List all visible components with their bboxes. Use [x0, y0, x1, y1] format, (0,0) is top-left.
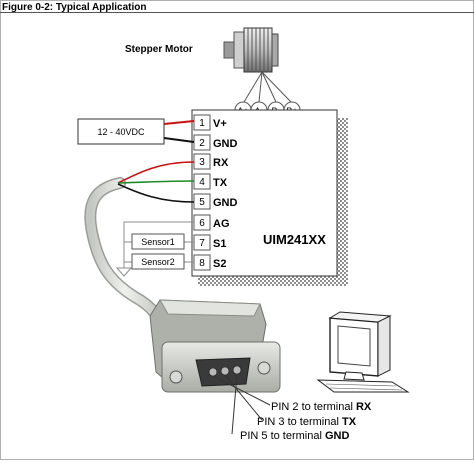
svg-text:GND: GND	[213, 197, 238, 209]
ground-symbol	[115, 267, 133, 277]
wire-gnd-signal	[117, 183, 195, 203]
pin2-note: PIN 2 to terminal RX	[271, 401, 372, 413]
controller-label: UIM241XX	[263, 232, 326, 247]
svg-text:5: 5	[199, 197, 205, 208]
db9-connector	[149, 299, 281, 393]
svg-text:GND: GND	[213, 138, 238, 150]
power-supply-box	[77, 118, 165, 145]
svg-text:Sensor1: Sensor1	[141, 237, 175, 247]
controller-pins: 1 V+ 2 GND 3 RX 4 TX 5 GND 6 AG	[193, 114, 238, 271]
svg-text:Sensor2: Sensor2	[141, 257, 175, 267]
svg-text:6: 6	[199, 218, 205, 229]
connector-hood-top	[159, 299, 261, 317]
svg-text:4: 4	[199, 177, 205, 188]
computer-icon	[316, 311, 410, 393]
svg-text:AG: AG	[213, 218, 230, 230]
motor-shaft	[223, 41, 235, 59]
pin-2: 2 GND	[193, 134, 238, 151]
motor-end-cap	[271, 33, 279, 67]
svg-text:7: 7	[199, 238, 205, 249]
monitor-stand	[343, 371, 365, 381]
monitor-screen	[337, 325, 371, 367]
serial-cable	[85, 178, 165, 325]
keyboard	[316, 379, 410, 393]
connector-screw-left	[169, 370, 183, 384]
power-supply-label: 12 - 40VDC	[97, 127, 145, 137]
svg-text:TX: TX	[213, 177, 228, 189]
db9-pin-5	[232, 365, 242, 375]
svg-text:S1: S1	[213, 238, 226, 250]
power-wire-positive	[163, 120, 195, 125]
pin-1: 1 V+	[193, 114, 227, 131]
pin-5: 5 GND	[193, 193, 238, 210]
svg-text:S2: S2	[213, 258, 226, 270]
svg-text:V+: V+	[213, 118, 227, 130]
connector-screw-right	[257, 361, 271, 375]
motor-fins	[247, 28, 269, 72]
pin5-note: PIN 5 to terminal GND	[240, 430, 349, 442]
sensor-1: Sensor1	[131, 233, 185, 250]
connector-pins	[208, 365, 242, 377]
wire-rx	[117, 161, 195, 184]
pin-8: 8 S2	[193, 254, 226, 271]
wire-tx	[117, 180, 195, 184]
stepper-motor	[223, 27, 279, 73]
power-wire-ground	[163, 137, 195, 143]
svg-text:RX: RX	[213, 157, 229, 169]
svg-text:2: 2	[199, 138, 205, 149]
pin3-note: PIN 3 to terminal TX	[257, 416, 357, 428]
svg-text:8: 8	[199, 258, 205, 269]
motor-body	[243, 27, 273, 73]
svg-text:1: 1	[199, 118, 205, 129]
keyboard-keys	[325, 383, 403, 391]
db9-pin-3	[220, 366, 230, 376]
motor-label: Stepper Motor	[125, 44, 193, 55]
svg-text:3: 3	[199, 157, 205, 168]
pin-4: 4 TX	[193, 173, 228, 190]
figure-caption: Figure 0-2: Typical Application	[2, 2, 146, 13]
monitor-side	[377, 315, 391, 377]
motor-leads	[243, 71, 292, 103]
db9-pin-2	[208, 367, 218, 377]
pin-callout-lines	[212, 373, 271, 435]
controller-body	[191, 109, 338, 277]
pin-7: 7 S1	[193, 234, 226, 251]
pin-6: 6 AG	[193, 214, 230, 231]
sensor-wiring	[123, 221, 194, 268]
motor-flange	[233, 31, 245, 69]
sensor-2: Sensor2	[131, 253, 185, 270]
